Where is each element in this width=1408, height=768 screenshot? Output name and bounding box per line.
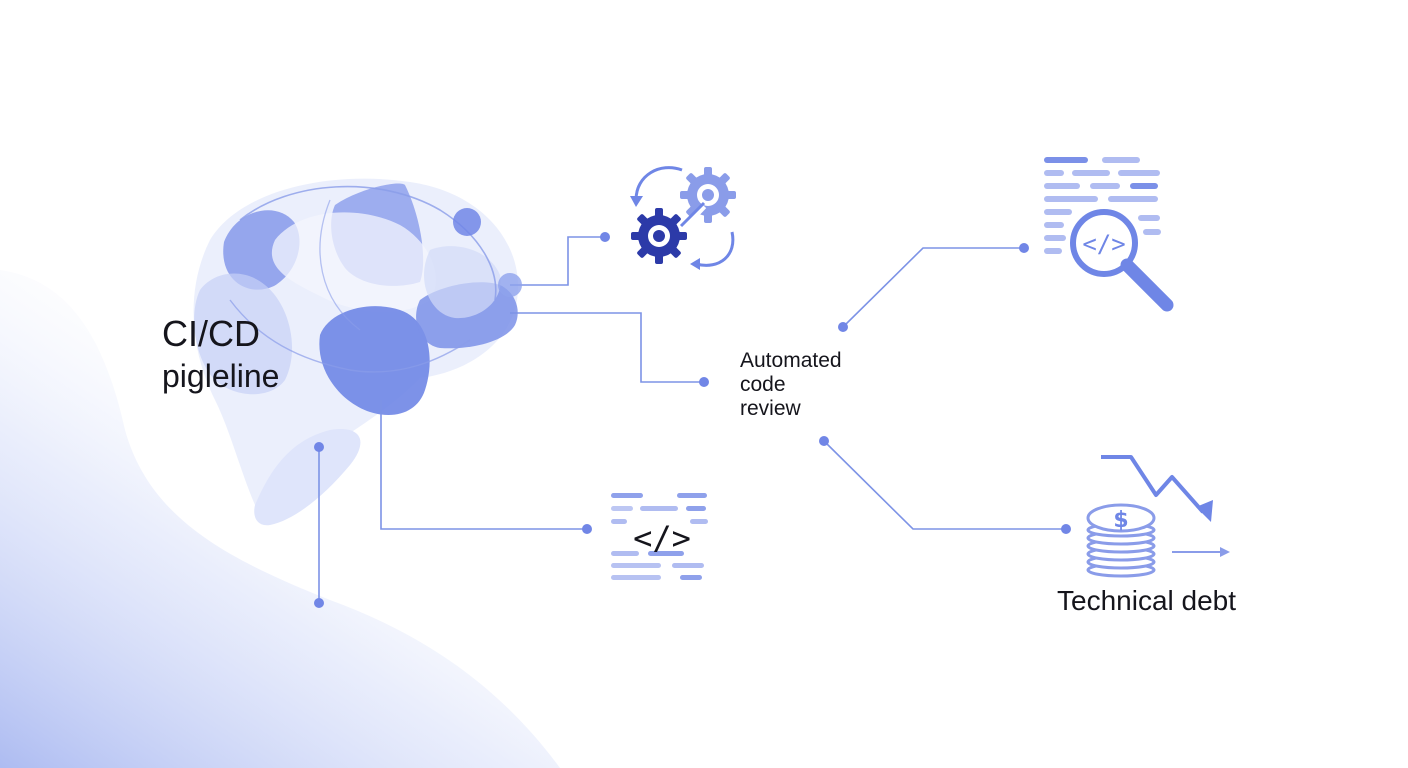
node-brain-top	[453, 208, 481, 236]
hub-title-line1: CI/CD	[162, 313, 260, 354]
connector-to-gears	[510, 236, 605, 286]
connector-to-review	[510, 312, 704, 383]
node-review-bottom	[819, 436, 829, 446]
brain-illustration	[193, 178, 519, 526]
code-symbol: </>	[633, 519, 691, 557]
review-label-line1: Automated	[740, 349, 842, 372]
technical-debt-icon: $	[1086, 455, 1230, 578]
review-label-line2: code	[740, 373, 786, 396]
node-gears	[600, 232, 610, 242]
node-magnifier	[1019, 243, 1029, 253]
node-brain-lower	[314, 442, 324, 452]
technical-debt-label: Technical debt	[1057, 585, 1237, 616]
node-brain-right	[498, 273, 522, 297]
connector-to-debt	[823, 440, 1066, 530]
magnifier-code-symbol: </>	[1082, 230, 1125, 258]
node-debt	[1061, 524, 1071, 534]
gears-sync-icon	[630, 166, 736, 270]
connector-to-code	[380, 400, 587, 530]
node-bottom	[314, 598, 324, 608]
code-inspection-icon: </>	[1044, 157, 1174, 312]
hub-title-line2: pigleline	[162, 358, 280, 394]
connector-to-magnifier	[842, 247, 1024, 328]
node-review-left	[699, 377, 709, 387]
code-snippet-icon: </>	[611, 493, 708, 580]
background-wave	[0, 270, 560, 768]
node-review-top	[838, 322, 848, 332]
dollar-symbol: $	[1113, 508, 1128, 533]
node-code	[582, 524, 592, 534]
review-label-line3: review	[740, 397, 801, 420]
